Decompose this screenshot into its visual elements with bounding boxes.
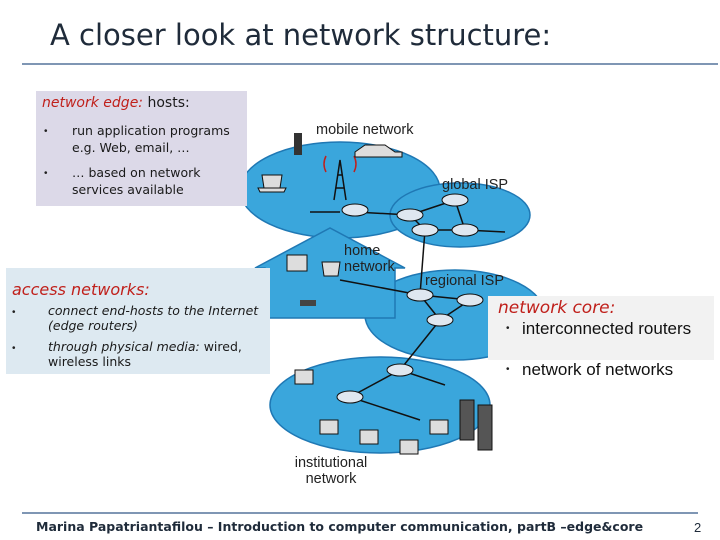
bullet-dot: • bbox=[44, 126, 48, 137]
network-core-heading: network core: bbox=[498, 298, 616, 318]
access-networks-heading: access networks: bbox=[12, 280, 150, 299]
core-bullet-1: interconnected routers bbox=[522, 319, 692, 338]
page-number: 2 bbox=[694, 520, 702, 535]
network-edge-label: network edge: bbox=[42, 95, 144, 111]
regional-isp-label: regional ISP bbox=[425, 273, 504, 289]
bullet-dot: • bbox=[506, 364, 510, 375]
slide-title: A closer look at network structure: bbox=[50, 18, 552, 52]
hosts-label: hosts: bbox=[143, 95, 190, 111]
home-laptop-icon bbox=[321, 261, 341, 277]
bullet-dot: • bbox=[12, 307, 16, 318]
physical-media-label: through physical media: bbox=[48, 339, 200, 354]
institutional-devices bbox=[294, 369, 449, 455]
bullet-dot: • bbox=[44, 168, 48, 179]
network-core-box bbox=[488, 296, 714, 360]
car-icon bbox=[354, 144, 403, 158]
title-rule bbox=[22, 63, 718, 65]
core-bullet-2: network of networks bbox=[522, 360, 674, 379]
footer-text: Marina Papatriantafilou – Introduction t… bbox=[36, 519, 644, 534]
global-isp-label: global ISP bbox=[442, 177, 509, 193]
footer-rule bbox=[22, 512, 698, 514]
home-router-icon bbox=[300, 300, 316, 306]
access-bullet-2: through physical media: wired, wireless … bbox=[48, 339, 263, 369]
edge-bullet-2: … based on network services available bbox=[72, 165, 201, 197]
laptop-icon bbox=[257, 174, 287, 193]
router-icons bbox=[336, 193, 484, 404]
access-networks-box bbox=[6, 268, 270, 374]
bullet-dot: • bbox=[12, 343, 16, 354]
institutional-network-label: institutional network bbox=[294, 455, 368, 487]
network-edge-heading: network edge: hosts: bbox=[42, 95, 190, 111]
network-edge-box bbox=[36, 91, 247, 206]
desktop-icon bbox=[286, 254, 308, 272]
home-network-label: home network bbox=[344, 243, 395, 275]
bullet-dot: • bbox=[506, 323, 510, 334]
server-icons bbox=[459, 399, 493, 451]
edge-bullet-1: run application programs e.g. Web, email… bbox=[72, 123, 230, 155]
phone-icon bbox=[294, 133, 302, 155]
access-bullet-1: connect end-hosts to the Internet (edge … bbox=[48, 303, 259, 333]
physical-media-rest: wired, wireless links bbox=[48, 339, 242, 369]
mobile-network-label: mobile network bbox=[316, 122, 414, 138]
